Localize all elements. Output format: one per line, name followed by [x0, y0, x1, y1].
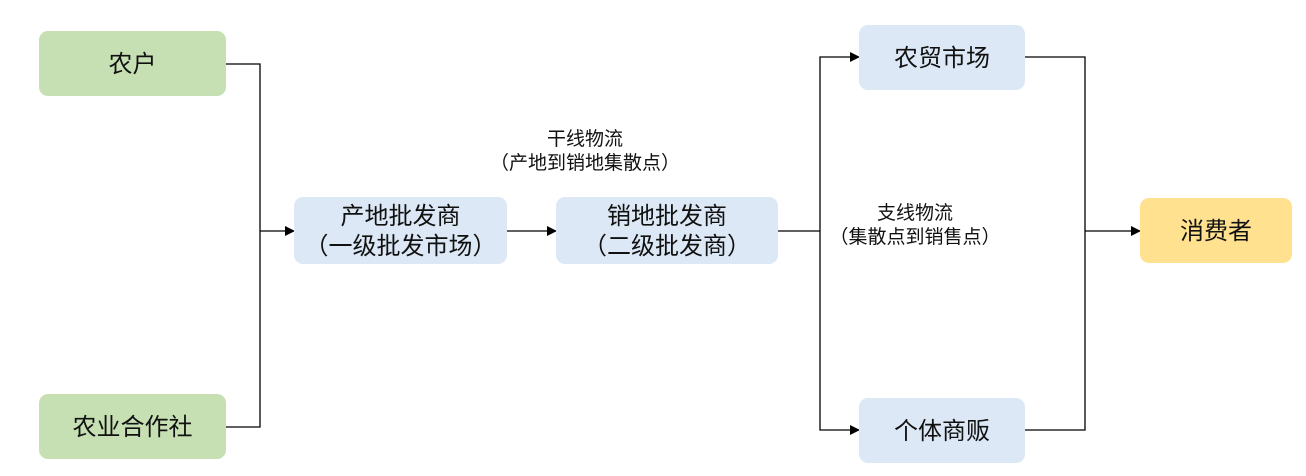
- edge-coop-merge: [226, 231, 261, 428]
- edge-label-branch-line1: 支线物流: [876, 202, 953, 224]
- node-consumer: 消费者: [1140, 198, 1292, 263]
- node-wholesaler2: 销地批发商 （二级批发商）: [556, 197, 778, 264]
- node-consumer-label: 消费者: [1180, 216, 1252, 245]
- edge-label-branch: 支线物流 （集散点到销售点）: [800, 201, 1030, 249]
- node-wholesaler1: 产地批发商 （一级批发市场）: [294, 197, 507, 264]
- node-vendor-label: 个体商贩: [894, 416, 990, 445]
- node-wholesaler2-line2: （二级批发商）: [583, 231, 751, 260]
- edge-market-merge: [1025, 56, 1086, 231]
- edge-label-trunk-line2: （产地到销地集散点）: [489, 152, 680, 174]
- node-wholesaler1-line1: 产地批发商: [340, 201, 461, 230]
- edge-farmer-merge: [226, 63, 261, 231]
- node-farmers-market: 农贸市场: [859, 25, 1025, 90]
- edge-label-trunk-line1: 干线物流: [546, 128, 623, 150]
- node-coop-label: 农业合作社: [72, 412, 193, 441]
- node-coop: 农业合作社: [39, 394, 226, 459]
- node-farmer: 农户: [39, 31, 226, 96]
- node-wholesaler1-line2: （一级批发市场）: [304, 231, 497, 260]
- edge-label-trunk: 干线物流 （产地到销地集散点）: [455, 127, 715, 175]
- edge-label-branch-line2: （集散点到销售点）: [829, 226, 1001, 248]
- edge-to-vendor: [819, 231, 860, 435]
- edge-to-farmers-market: [819, 52, 860, 231]
- edge-vendor-merge: [1025, 231, 1086, 431]
- node-wholesaler2-line1: 销地批发商: [607, 201, 727, 230]
- node-farmer-label: 农户: [108, 49, 157, 78]
- node-vendor: 个体商贩: [859, 398, 1025, 463]
- node-farmers-market-label: 农贸市场: [894, 43, 990, 72]
